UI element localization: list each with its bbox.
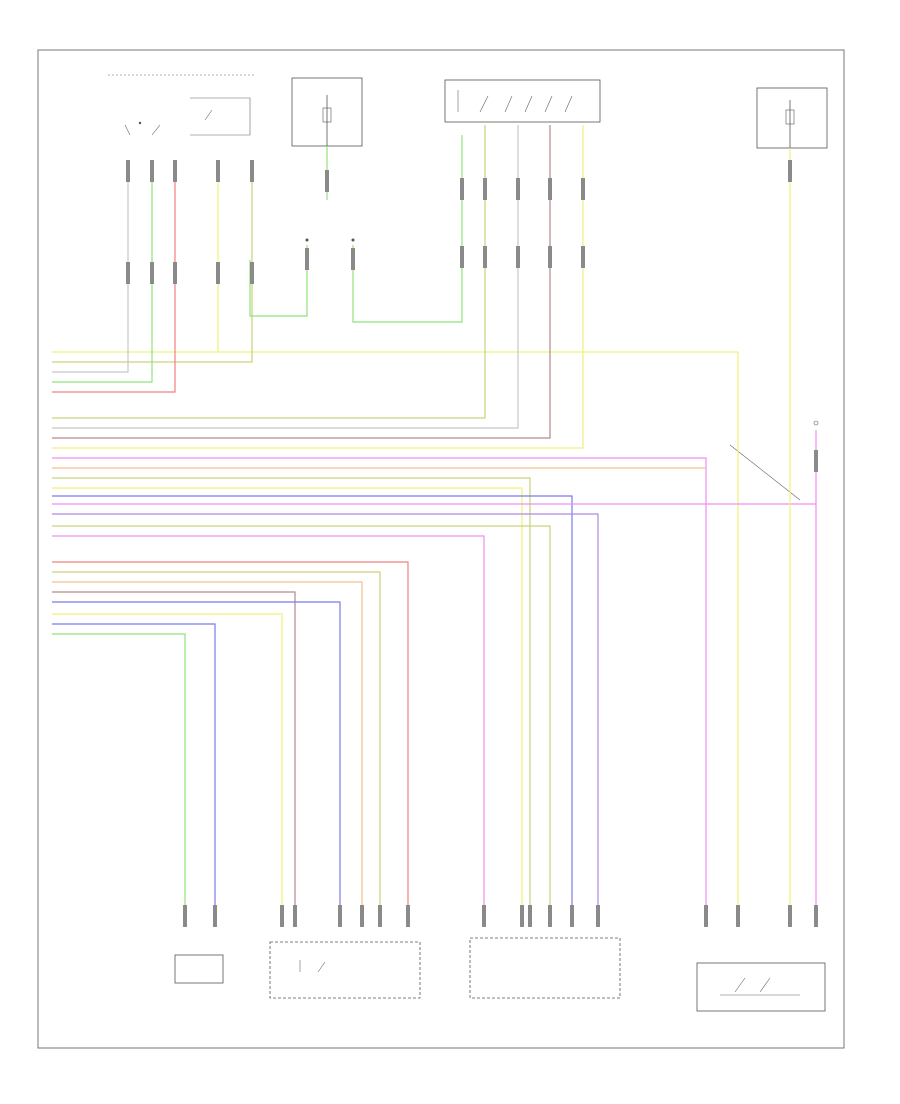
shift-selector-component	[444, 79, 601, 123]
connector-bottom-2	[213, 905, 217, 927]
connector-bottom-6	[360, 905, 364, 927]
wire-ss-1	[52, 125, 486, 419]
connector-bottom-1	[183, 905, 187, 927]
fuse-component	[291, 77, 363, 147]
connector-bottom-7	[378, 905, 382, 927]
connector-bottom-5	[338, 905, 342, 927]
connector-tr-lower-3	[173, 262, 177, 284]
tr-sensor-component	[108, 74, 255, 136]
connector-batt	[788, 160, 792, 182]
wire-g3-5	[52, 601, 341, 920]
connector-tr-4	[216, 160, 220, 182]
connector-ss-lower-4	[548, 246, 552, 268]
wire-ss-5	[52, 457, 707, 920]
wire-ss-9	[52, 495, 573, 920]
wire-ss-13	[52, 535, 485, 920]
connector-ground-1	[305, 248, 309, 270]
connector-ss-5	[581, 178, 585, 200]
wire-ground-b	[352, 135, 463, 323]
wire-tr-2	[52, 160, 253, 363]
connector-shift-lock	[814, 450, 818, 472]
wire-ss-11	[52, 513, 599, 920]
input-speed-sensor-component	[469, 937, 621, 999]
connector-bottom-15	[704, 905, 708, 927]
connector-tr-2	[150, 160, 154, 182]
ground-b	[351, 238, 355, 242]
wire-ss-2	[52, 125, 519, 429]
splice-note	[729, 444, 801, 501]
connector-bottom-9	[482, 905, 486, 927]
connector-tr-1	[126, 160, 130, 182]
connector-bottom-3	[280, 905, 284, 927]
wire-ss-12	[52, 525, 551, 920]
wire-g3-7	[52, 623, 216, 920]
connector-bottom-4	[293, 905, 297, 927]
connector-bottom-10	[520, 905, 524, 927]
wire-ss-3	[52, 125, 551, 439]
diagram-border	[37, 49, 845, 1049]
wire-tr-3	[52, 160, 129, 373]
connector-ss-3	[516, 178, 520, 200]
battery-jb-component	[756, 87, 828, 149]
wire-ground-a	[249, 245, 308, 317]
wire-g3-6	[52, 613, 283, 920]
connector-ss-4	[548, 178, 552, 200]
connector-tr-lower-4	[216, 262, 220, 284]
connector-bottom-11	[528, 905, 532, 927]
wire-g3-4	[52, 591, 296, 920]
connector-ss-lower-1	[460, 246, 464, 268]
wire-ss-7	[52, 477, 531, 920]
wire-tr-4	[52, 160, 153, 383]
wire-tr-5	[52, 160, 176, 393]
connector-bottom-14	[596, 905, 600, 927]
wire-layer	[52, 125, 817, 920]
connector-tr-lower-5	[250, 262, 254, 284]
connector-bottom-8	[406, 905, 410, 927]
connector-ss-lower-2	[483, 246, 487, 268]
connector-ss-2	[483, 178, 487, 200]
connector-ground-2	[351, 248, 355, 270]
connector-ss-lower-5	[581, 246, 585, 268]
connector-bottom-17	[788, 905, 792, 927]
connector-ss-lower-3	[516, 246, 520, 268]
connector-tr-3	[173, 160, 177, 182]
connector-tr-5	[250, 160, 254, 182]
connector-bottom-12	[548, 905, 552, 927]
ground-a	[305, 238, 309, 242]
wire-ss-10	[52, 430, 817, 505]
wire-ss-4	[52, 125, 584, 449]
shift-lock-ground	[813, 420, 819, 426]
wire-g3-8	[52, 633, 186, 920]
shift-solenoid-component	[269, 941, 421, 999]
connector-tr-lower-2	[150, 262, 154, 284]
wire-ss-8	[52, 487, 523, 920]
wire-tr-1	[52, 160, 219, 353]
connector-layer	[126, 160, 818, 927]
connector-bottom-18	[814, 905, 818, 927]
wire-tr-1b	[218, 351, 739, 920]
connector-tr-lower-1	[126, 262, 130, 284]
oil-temp-sensor-component	[174, 954, 224, 984]
wire-g3-2	[52, 571, 381, 920]
connector-bottom-16	[736, 905, 740, 927]
wire-g3-1	[52, 561, 409, 920]
connector-fuse	[325, 170, 329, 192]
connector-bottom-13	[570, 905, 574, 927]
brake-switch-component	[696, 962, 826, 1012]
wire-g3-3	[52, 581, 363, 920]
connector-ss-1	[460, 178, 464, 200]
